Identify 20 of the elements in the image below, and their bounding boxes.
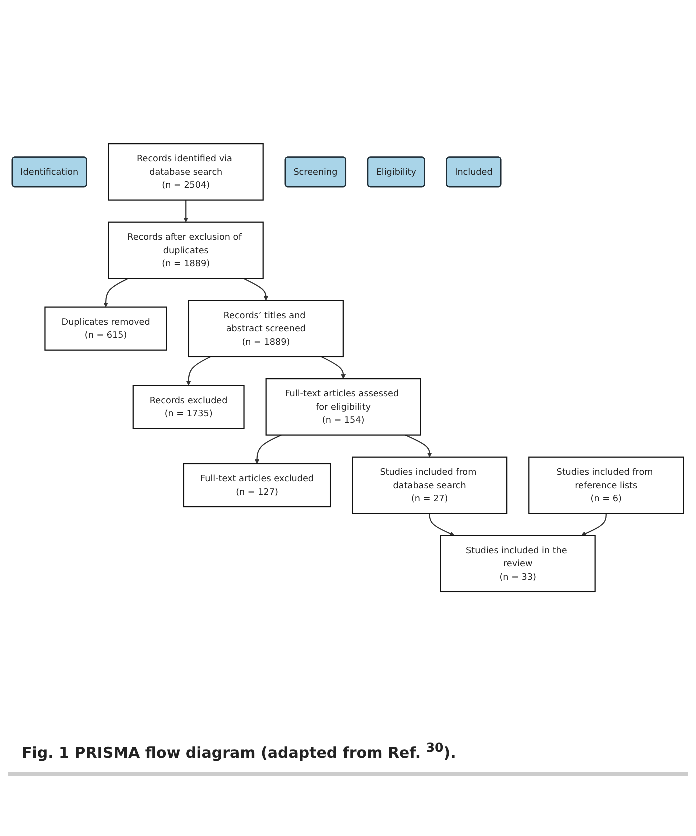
- arrow: [429, 514, 455, 536]
- node-box: Full-text articles assessed for eligibility (n = 154): [266, 378, 422, 436]
- node-box: Studies included from database search (n = 27): [352, 456, 508, 514]
- node-box: Full-text articles excluded (n = 127): [183, 463, 332, 508]
- node-box: Studies included in the review (n = 33): [440, 535, 596, 593]
- arrow: [254, 434, 282, 464]
- node-box: Records excluded (n = 1735): [132, 385, 245, 430]
- node-box: Studies included from reference lists (n = 6): [528, 456, 684, 514]
- arrow: [243, 278, 269, 301]
- arrow: [581, 514, 607, 536]
- arrow: [184, 200, 189, 223]
- node-box: Duplicates removed (n = 615): [44, 306, 168, 351]
- figure-caption: Fig. 1 PRISMA flow diagram (adapted from Ref. $^{30}$).: [8, 728, 688, 776]
- arrow: [104, 278, 129, 308]
- arrow: [322, 356, 346, 380]
- node-box: Records identified via database search (n = 2504): [108, 143, 264, 201]
- node-box: Records’ titles and abstract screened (n = 1889): [188, 300, 344, 358]
- node-box: Records after exclusion of duplicates (n = 1889): [108, 222, 264, 280]
- arrow: [186, 356, 211, 386]
- arrow: [405, 434, 432, 458]
